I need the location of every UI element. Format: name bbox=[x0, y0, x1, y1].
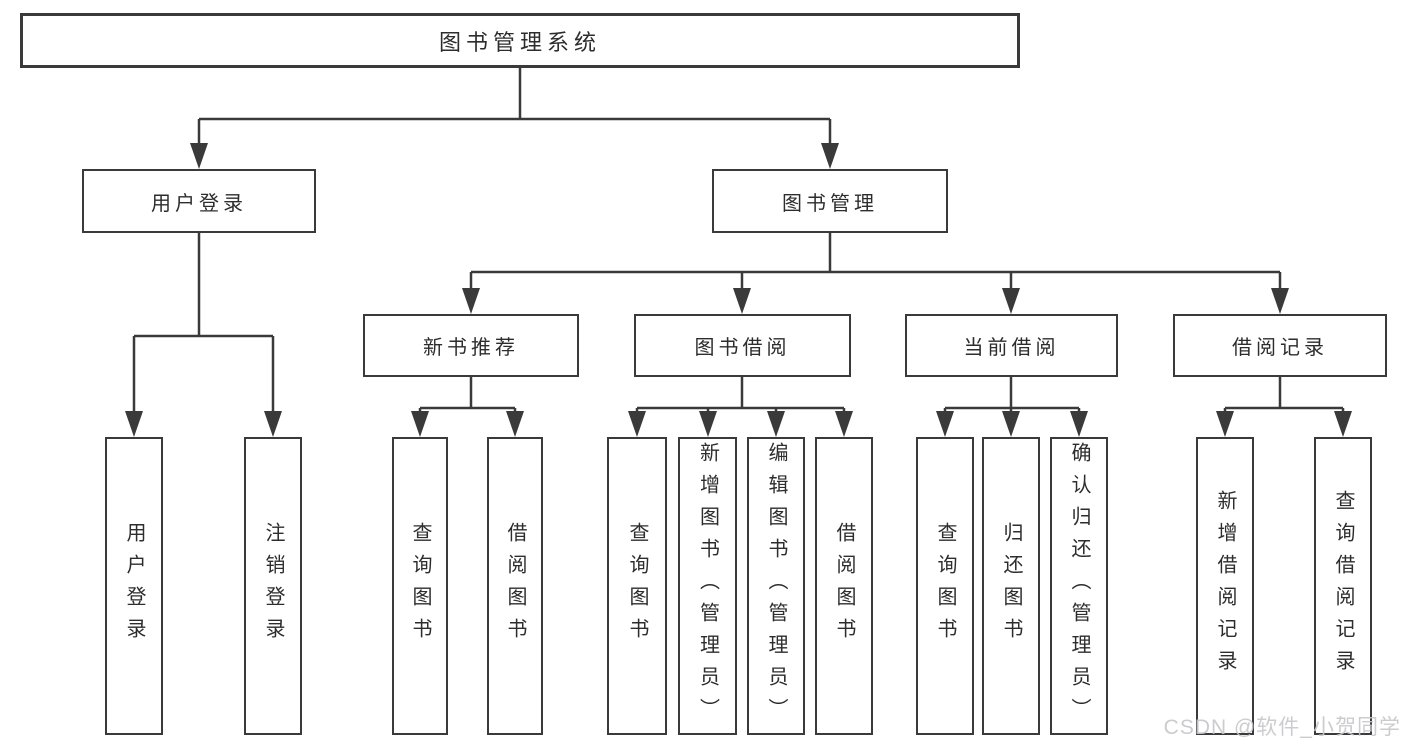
leaf-user-login: 用户登录 bbox=[105, 437, 163, 735]
leaf-borrow-books: 借阅图书 bbox=[815, 437, 873, 735]
node-user-login: 用户登录 bbox=[82, 169, 316, 233]
leaf-logout: 注销登录 bbox=[244, 437, 302, 735]
node-label: 借阅图书 bbox=[504, 522, 526, 650]
leaf-query-books-current: 查询图书 bbox=[916, 437, 974, 735]
leaf-query-books-recommend: 查询图书 bbox=[392, 437, 448, 735]
leaf-add-borrow-record: 新增借阅记录 bbox=[1196, 437, 1254, 735]
node-label: 图书管理 bbox=[782, 192, 878, 215]
leaf-edit-book-admin: 编辑图书（管理员） bbox=[747, 437, 805, 735]
node-label: 图书管理系统 bbox=[438, 29, 601, 55]
node-label: 当前借阅 bbox=[963, 337, 1060, 359]
leaf-confirm-return-admin: 确认归还（管理员） bbox=[1050, 437, 1108, 735]
node-label: 借阅图书 bbox=[833, 522, 855, 650]
node-label: 新书推荐 bbox=[423, 337, 519, 359]
node-label: 图书借阅 bbox=[694, 337, 791, 359]
node-borrowing-records: 借阅记录 bbox=[1173, 314, 1387, 377]
node-new-book-recommendation: 新书推荐 bbox=[363, 314, 579, 377]
node-label: 用户登录 bbox=[123, 522, 145, 650]
node-label: 新增借阅记录 bbox=[1214, 490, 1236, 682]
node-label: 用户登录 bbox=[151, 192, 247, 215]
node-book-management: 图书管理 bbox=[712, 169, 948, 233]
leaf-query-books-borrow: 查询图书 bbox=[607, 437, 667, 735]
node-label: 编辑图书（管理员） bbox=[765, 442, 787, 730]
leaf-add-book-admin: 新增图书（管理员） bbox=[678, 437, 737, 735]
node-label: 借阅记录 bbox=[1232, 337, 1328, 359]
node-label: 确认归还（管理员） bbox=[1068, 442, 1090, 730]
node-label: 查询图书 bbox=[409, 522, 431, 650]
node-book-borrowing: 图书借阅 bbox=[634, 314, 851, 377]
csdn-watermark: CSDN @软件_小贺同学 bbox=[1163, 716, 1401, 739]
node-label: 注销登录 bbox=[262, 522, 284, 650]
node-label: 查询借阅记录 bbox=[1332, 490, 1354, 682]
leaf-borrow-books-recommend: 借阅图书 bbox=[487, 437, 543, 735]
node-current-borrowing: 当前借阅 bbox=[905, 314, 1118, 377]
node-label: 查询图书 bbox=[934, 522, 956, 650]
node-label: 查询图书 bbox=[626, 522, 648, 650]
node-library-management-system: 图书管理系统 bbox=[20, 13, 1020, 68]
node-label: 新增图书（管理员） bbox=[696, 442, 719, 730]
leaf-return-book: 归还图书 bbox=[982, 437, 1040, 735]
node-label: 归还图书 bbox=[1000, 522, 1022, 650]
leaf-query-borrow-record: 查询借阅记录 bbox=[1314, 437, 1372, 735]
